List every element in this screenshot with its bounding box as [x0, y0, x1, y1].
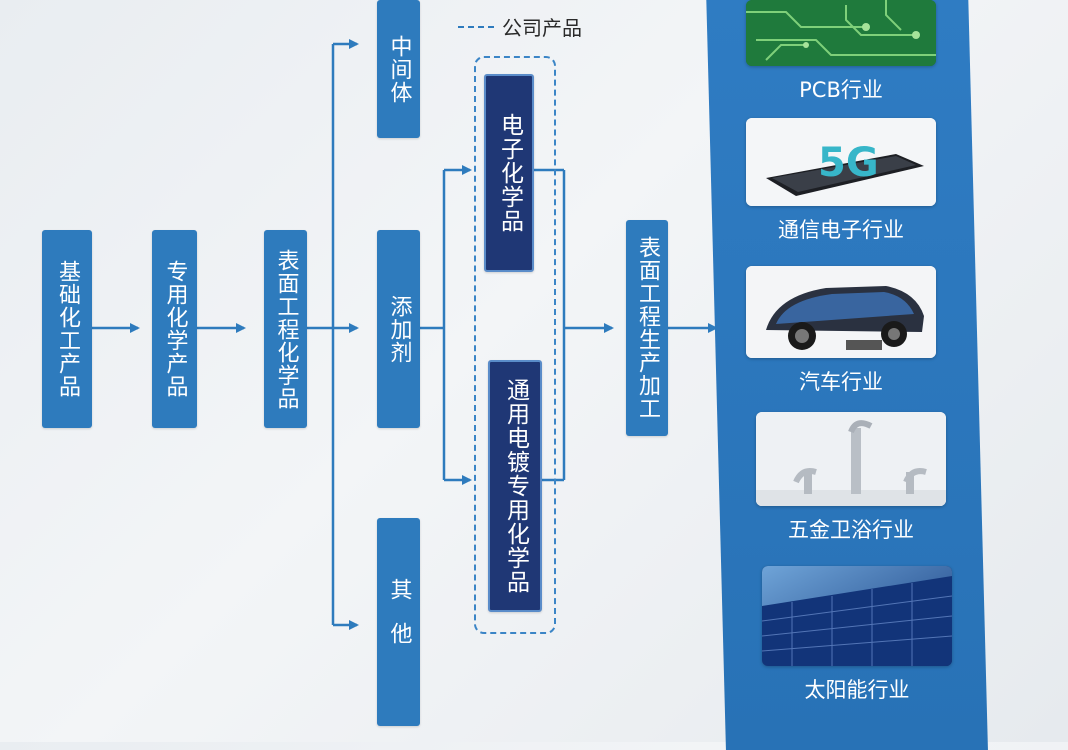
node-electronic-chemicals-label: 电子化学品 — [496, 113, 523, 233]
industry-telecom-label: 通信电子行业 — [778, 218, 904, 242]
node-other-label: 其他 — [386, 578, 412, 666]
node-surface-chemicals: 表面工程化学品 — [264, 230, 307, 428]
industry-pcb-label: PCB行业 — [799, 78, 883, 102]
node-surface-processing: 表面工程生产加工 — [626, 220, 668, 436]
legend-dashed-line — [458, 25, 494, 28]
industry-solar: 太阳能行业 — [762, 566, 962, 704]
node-special-chemicals: 专用化学产品 — [152, 230, 197, 428]
node-surface-processing-label: 表面工程生产加工 — [635, 236, 660, 420]
node-surface-chemicals-label: 表面工程化学品 — [273, 248, 299, 410]
node-special-chemicals-label: 专用化学产品 — [162, 260, 188, 398]
electric-car-image — [746, 266, 936, 358]
industry-auto: 汽车行业 — [746, 266, 946, 396]
node-other: 其他 — [377, 518, 420, 726]
node-additive: 添加剂 — [377, 230, 420, 428]
svg-text:5G: 5G — [818, 140, 879, 186]
industry-hardware: 五金卫浴行业 — [756, 412, 956, 544]
legend: 公司产品 — [458, 12, 582, 41]
faucet-image — [756, 412, 946, 506]
node-intermediate-label: 中间体 — [386, 34, 412, 104]
industry-hardware-label: 五金卫浴行业 — [788, 518, 914, 542]
node-additive-label: 添加剂 — [386, 294, 412, 364]
solar-panel-image — [762, 566, 952, 666]
node-plating-chemicals: 通用电镀专用化学品 — [488, 360, 542, 612]
company-products-group — [474, 56, 556, 634]
industry-pcb: PCB行业 — [746, 0, 946, 104]
industry-telecom: 5G 通信电子行业 — [746, 118, 946, 244]
node-plating-chemicals-label: 通用电镀专用化学品 — [502, 378, 529, 594]
industry-solar-label: 太阳能行业 — [804, 678, 910, 702]
circuit-board-image — [746, 0, 936, 66]
legend-label: 公司产品 — [502, 16, 582, 40]
node-basic-chemicals-label: 基础化工产品 — [55, 260, 80, 398]
node-intermediate: 中间体 — [377, 0, 420, 138]
node-basic-chemicals: 基础化工产品 — [42, 230, 92, 428]
industry-auto-label: 汽车行业 — [799, 370, 883, 394]
node-electronic-chemicals: 电子化学品 — [484, 74, 534, 272]
5g-phone-image: 5G — [746, 118, 936, 206]
